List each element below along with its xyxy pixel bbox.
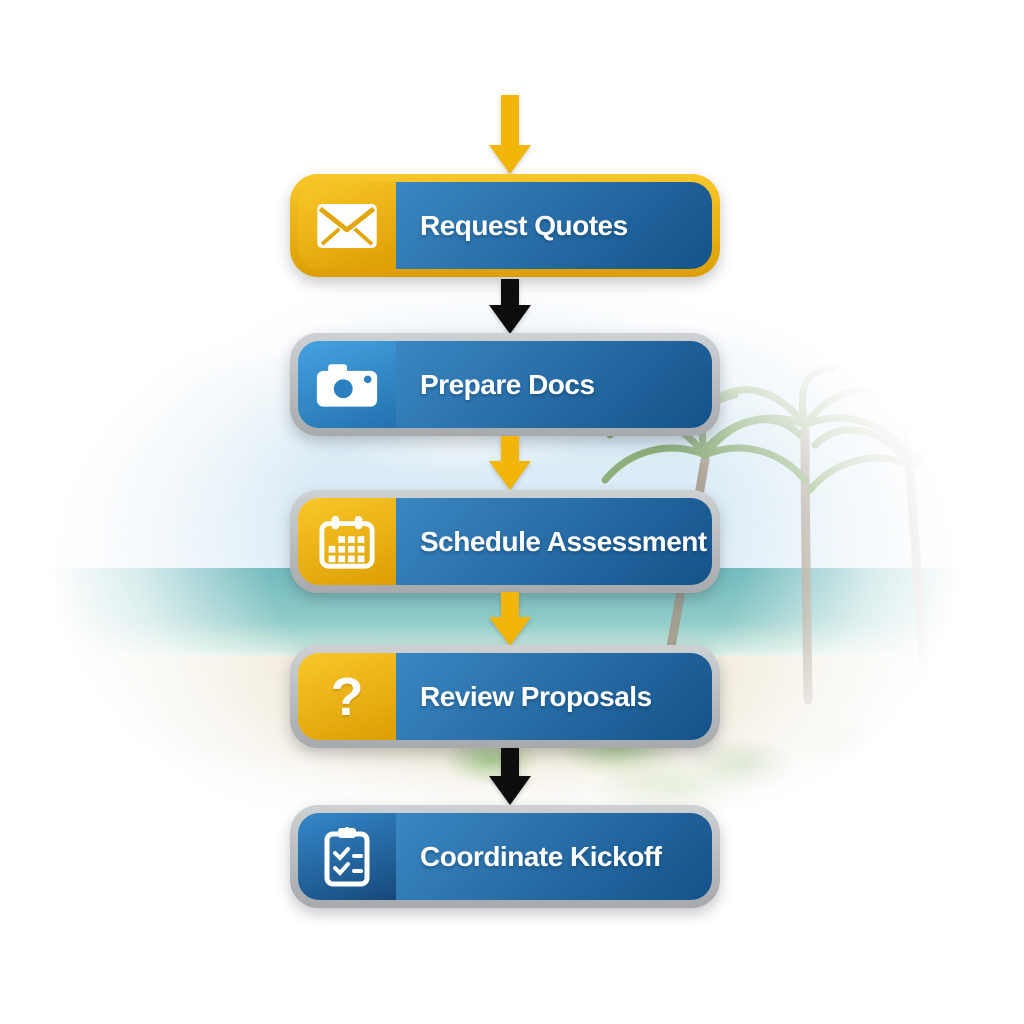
down-arrow-4 — [489, 592, 531, 646]
step-label: Request Quotes — [420, 209, 628, 241]
question-icon: ? — [298, 653, 396, 740]
step-label: Coordinate Kickoff — [420, 840, 662, 872]
down-arrow-3 — [489, 436, 531, 490]
down-arrow-5 — [489, 748, 531, 805]
step-label: Review Proposals — [420, 680, 652, 712]
envelope-icon — [298, 182, 396, 269]
down-arrow-1 — [489, 95, 531, 174]
step-coordinate-kickoff: Coordinate Kickoff — [290, 805, 720, 908]
camera-icon — [298, 341, 396, 428]
down-arrow-2 — [489, 279, 531, 334]
step-review-proposals: ? Review Proposals — [290, 645, 720, 748]
step-request-quotes: Request Quotes — [290, 174, 720, 277]
step-prepare-docs: Prepare Docs — [290, 333, 720, 436]
step-label: Prepare Docs — [420, 368, 595, 400]
clipboard-icon — [298, 813, 396, 900]
step-schedule-assessment: Schedule Assessment — [290, 490, 720, 593]
question-glyph: ? — [330, 666, 364, 727]
step-label: Schedule Assessment — [420, 525, 707, 557]
calendar-icon — [298, 498, 396, 585]
